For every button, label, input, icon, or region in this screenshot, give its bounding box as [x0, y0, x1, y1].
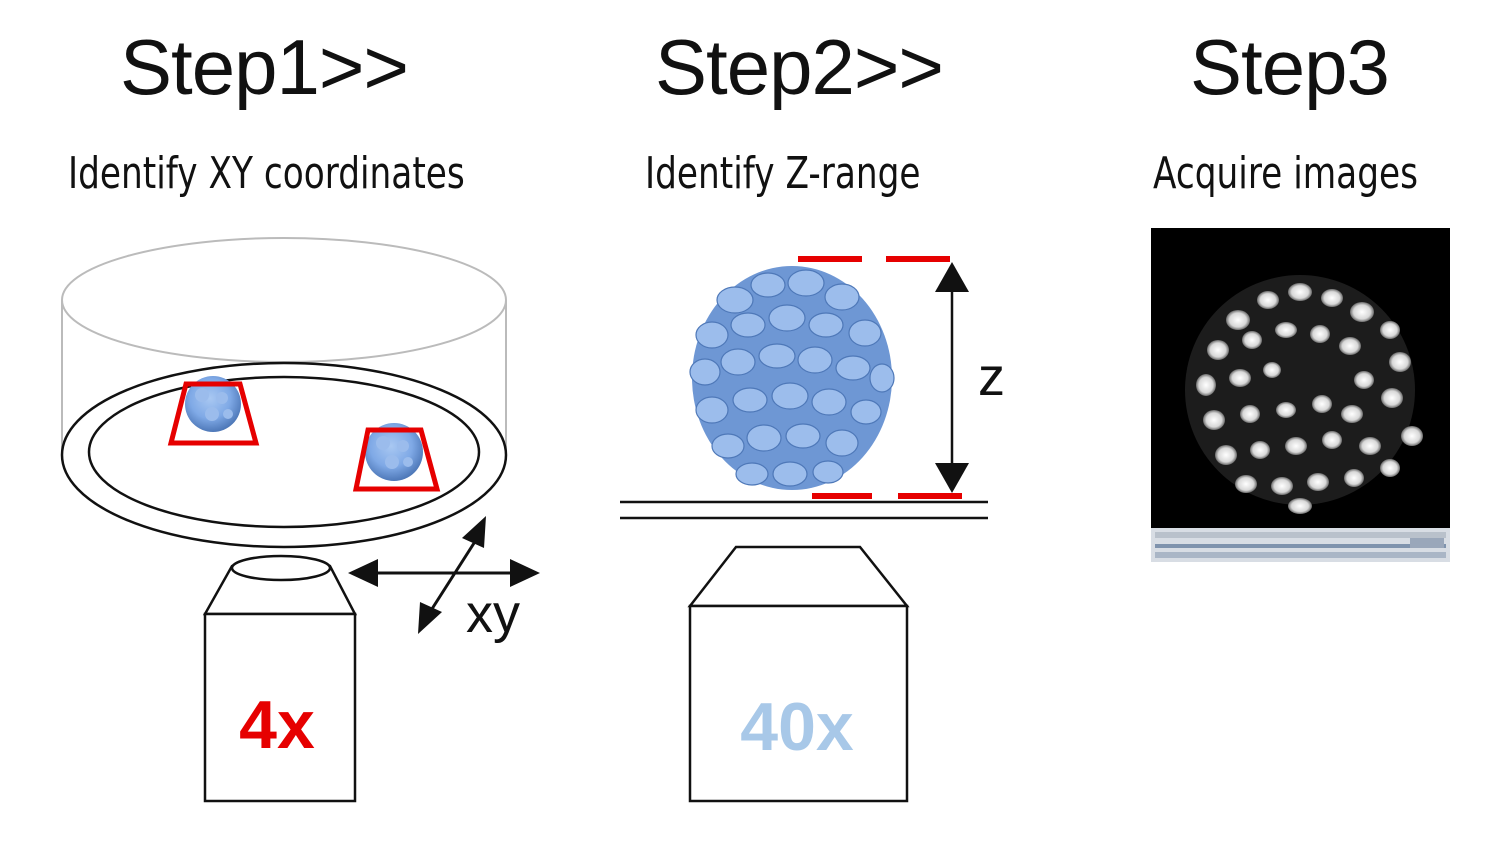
culture-dish	[60, 237, 508, 549]
selection-marker-right	[352, 427, 441, 492]
objective-40x	[687, 545, 910, 803]
selection-marker-left	[167, 381, 260, 446]
spheroid-right	[365, 423, 423, 481]
xy-axes	[348, 516, 540, 634]
objective-4x	[202, 554, 358, 803]
spheroid-large	[689, 266, 895, 490]
coverslip	[620, 500, 988, 520]
step3-subtitle: Acquire images	[1153, 148, 1418, 199]
objective-4x-label: 4x	[239, 687, 315, 763]
step3-title: Step3	[1190, 23, 1390, 111]
spheroid-left	[185, 376, 241, 432]
step1-title: Step1>>	[120, 23, 409, 111]
step1-subtitle: Identify XY coordinates	[68, 148, 465, 199]
step2-title: Step2>>	[655, 23, 944, 111]
step2-subtitle: Identify Z-range	[645, 148, 921, 199]
z-axis-label: z	[978, 347, 1005, 407]
xy-axis-label: xy	[466, 584, 520, 644]
z-axis-arrow	[935, 262, 969, 493]
acquired-image	[1151, 228, 1450, 562]
objective-40x-label: 40x	[740, 689, 854, 765]
